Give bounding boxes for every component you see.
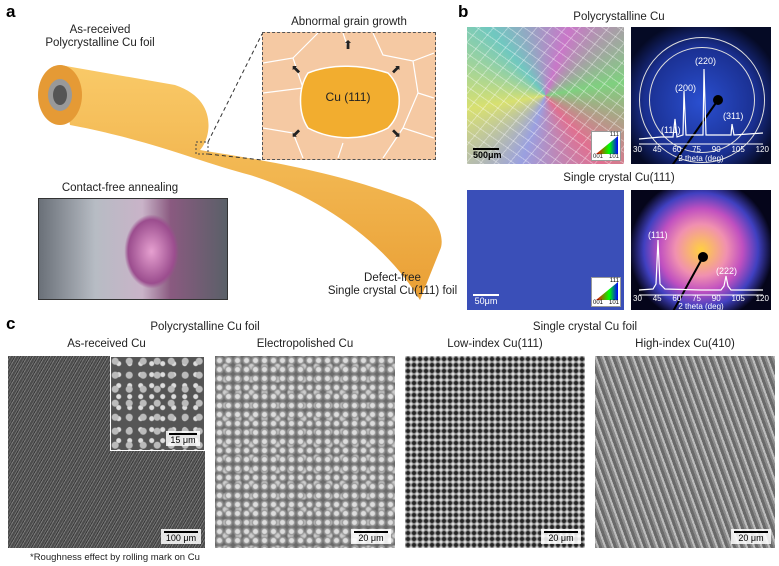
single-title: Single crystal Cu(111) — [563, 172, 675, 184]
group-single-title: Single crystal Cu foil — [532, 321, 638, 333]
poly-scale-text: 500μm — [473, 150, 502, 160]
title-high-index: High-index Cu(410) — [635, 338, 735, 350]
x-axis-label-single: 2 theta (deg) — [678, 302, 724, 310]
x-axis-label-poly: 2 theta (deg) — [678, 154, 724, 163]
scale-bar-electropolished: 20 μm — [351, 529, 391, 544]
peak-label-111: (111) — [648, 230, 668, 240]
grain-label: Cu (111) — [325, 90, 371, 104]
x-ticks-single: 30 45 60 75 90 105 120 — [631, 294, 771, 303]
ipf-101: 101 — [608, 154, 619, 160]
peak-label-111: (111) — [661, 125, 681, 135]
title-electropolished: Electropolished Cu — [256, 338, 354, 350]
scale-bar-low-index: 20 μm — [541, 529, 581, 544]
svg-text:⬆: ⬆ — [343, 38, 353, 52]
svg-text:⬋: ⬋ — [291, 126, 301, 140]
title-low-index: Low-index Cu(111) — [447, 338, 543, 350]
x-tick: 60 — [672, 145, 682, 154]
x-tick: 105 — [731, 145, 745, 154]
x-ticks-poly: 30 45 60 75 90 105 120 — [631, 145, 771, 154]
ipf-111: 111 — [609, 132, 619, 138]
xrd-pattern-single: (111) (222) 30 45 60 75 90 105 120 2 theta (de… — [631, 190, 771, 310]
title-as-received: As-received Cu — [67, 338, 146, 350]
peak-label-220: (220) — [695, 56, 717, 66]
grain-boundaries: ⬆ ⬉ ⬈ ⬋ ⬊ — [263, 33, 434, 158]
x-tick: 30 — [633, 145, 642, 154]
x-tick: 75 — [692, 145, 701, 154]
result-label: Defect-free Single crystal Cu(111) foil — [320, 272, 465, 298]
peak-label-222: (222) — [716, 266, 738, 276]
poly-scale-bar: 500μm — [473, 147, 502, 160]
svg-text:⬉: ⬉ — [291, 62, 301, 76]
sem-electropolished: 20 μm — [215, 356, 395, 548]
sem-high-index: 20 μm — [595, 356, 775, 548]
single-scale-bar: 50μm — [473, 293, 499, 306]
annealing-label: Contact-free annealing — [61, 182, 179, 194]
ipf-legend-poly: 111 001 101 — [591, 131, 621, 161]
inset-scale-text: 15 μm — [170, 435, 196, 445]
panel-label-b: b — [458, 2, 469, 21]
x-tick: 45 — [652, 294, 662, 303]
ipf-101: 101 — [608, 300, 619, 306]
ebsd-map-poly: 500μm 111 001 101 — [467, 27, 624, 164]
grain-growth-inset: ⬆ ⬉ ⬈ ⬋ ⬊ Cu (111) — [262, 32, 436, 160]
result-line1: Defect-free — [364, 272, 421, 284]
ipf-001: 001 — [593, 154, 604, 160]
panel-label-c: c — [6, 314, 16, 333]
group-poly-title: Polycrystalline Cu foil — [150, 321, 260, 333]
foil-label-line1: As-received — [69, 24, 131, 36]
annealing-photo — [38, 198, 228, 300]
ebsd-map-single: 50μm 111 001 101 — [467, 190, 624, 310]
sem-low-index: 20 μm — [405, 356, 585, 548]
x-tick: 45 — [652, 145, 662, 154]
x-tick: 90 — [711, 294, 721, 303]
x-tick: 105 — [731, 294, 745, 303]
scale-text: 20 μm — [548, 533, 574, 543]
scale-bar-high-index: 20 μm — [731, 529, 771, 544]
scale-text: 100 μm — [165, 533, 197, 543]
scale-text: 20 μm — [358, 533, 384, 543]
x-tick: 90 — [711, 145, 721, 154]
foil-label-line2: Polycrystalline Cu foil — [45, 37, 155, 49]
peak-label-311: (311) — [723, 111, 744, 121]
footnote: *Roughness effect by rolling mark on Cu — [30, 552, 200, 563]
sem-inset: 15 μm — [110, 356, 205, 451]
scale-text: 20 μm — [738, 533, 764, 543]
xrd-pattern-poly: (111) (200) (220) (311) 30 45 60 75 90 105 120… — [631, 27, 771, 164]
x-tick: 120 — [755, 145, 769, 154]
x-tick: 30 — [633, 294, 642, 303]
ipf-legend-single: 111 001 101 — [591, 277, 621, 307]
x-tick: 60 — [672, 294, 682, 303]
ipf-111: 111 — [609, 278, 619, 284]
peak-label-200: (200) — [675, 83, 697, 93]
poly-title: Polycrystalline Cu — [573, 11, 665, 23]
inset-scale-bar: 15 μm — [166, 431, 200, 446]
sem-as-received: 15 μm 100 μm — [8, 356, 205, 548]
svg-text:⬈: ⬈ — [391, 62, 401, 76]
x-tick: 120 — [755, 294, 769, 303]
xrd-spectrum-single — [638, 239, 763, 310]
scale-bar-as-received: 100 μm — [161, 529, 201, 544]
foil-roll-illustration — [38, 33, 442, 300]
single-scale-text: 50μm — [474, 296, 498, 306]
svg-text:⬊: ⬊ — [391, 126, 401, 140]
ipf-001: 001 — [593, 300, 604, 306]
panel-label-a: a — [6, 2, 16, 21]
xrd-spectrum-poly — [638, 68, 764, 164]
foil-label: As-received Polycrystalline Cu foil — [30, 24, 170, 50]
result-line2: Single crystal Cu(111) foil — [327, 285, 458, 297]
inset-title: Abnormal grain growth — [291, 16, 407, 28]
x-tick: 75 — [692, 294, 701, 303]
